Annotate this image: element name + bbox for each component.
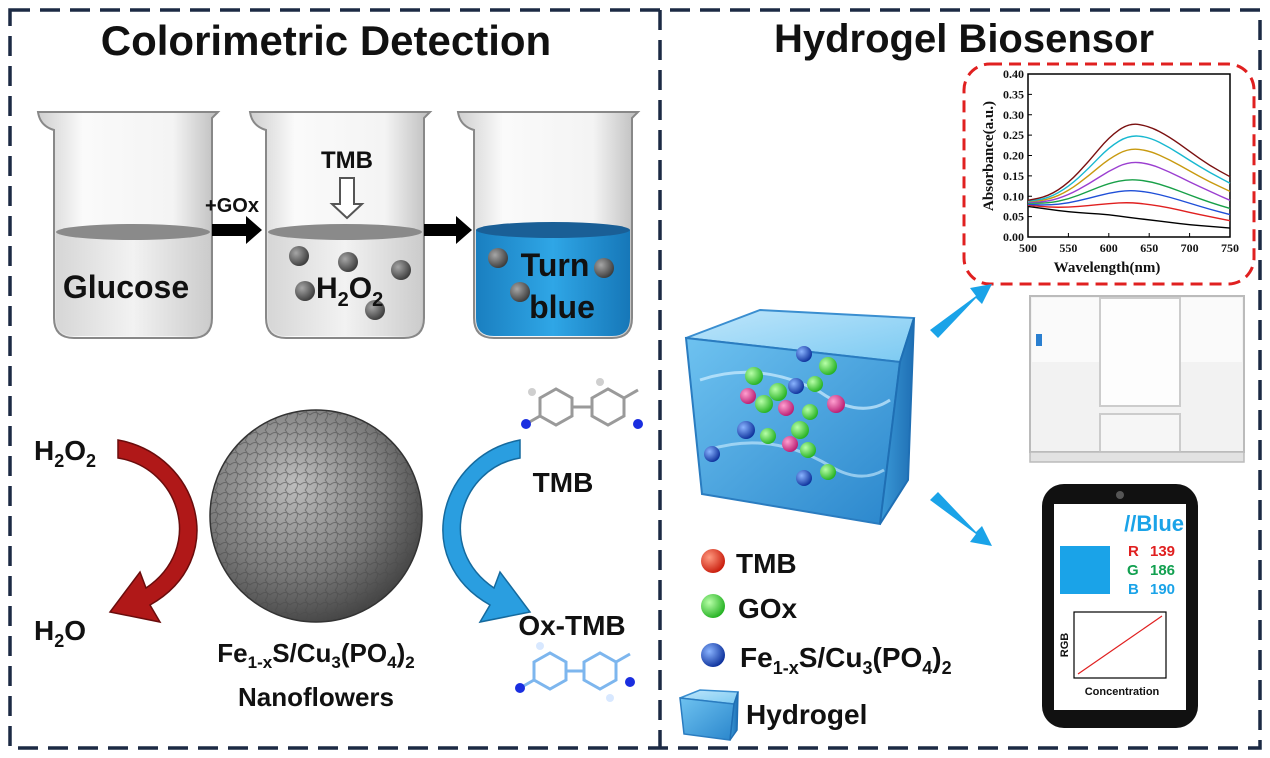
phone-screen (1054, 504, 1186, 710)
chart-ytick-label: 0.20 (1003, 149, 1024, 163)
chart-series-line-6 (1027, 148, 1231, 203)
nanoflower-dot (365, 300, 385, 320)
nanoflower-sphere (209, 409, 423, 623)
hydrogel-cube (684, 308, 916, 526)
phone-b-value: 190 (1150, 581, 1175, 598)
turn-blue-line2: blue (529, 289, 595, 325)
arrow-add-gox-label: +GOx (205, 195, 259, 217)
legend-tmb-sphere (701, 549, 725, 573)
chart-series-line-2 (1027, 202, 1231, 222)
phone-r-value: 139 (1150, 543, 1175, 560)
arrow-to-blue (424, 216, 472, 244)
mini-chart-xlabel: Concentration (1085, 686, 1160, 698)
chart-ytick-label: 0.00 (1003, 230, 1024, 244)
nanoflower-formula: Fe1-xS/Cu3(PO4)2 (217, 638, 414, 672)
phone-g-value: 186 (1150, 562, 1175, 579)
cycle-tmb-label: TMB (533, 467, 594, 498)
nanoflower-dot (338, 252, 358, 272)
phone-heading: //Blue (1124, 511, 1184, 536)
chart-ytick-label: 0.30 (1003, 108, 1024, 122)
outer-frame (8, 8, 1262, 750)
smartphone: //Blue R 139 G 186 B 190 Concentration R… (1042, 484, 1198, 728)
chart-ytick-label: 0.10 (1003, 189, 1024, 203)
mini-chart-ylabel: RGB (1059, 633, 1071, 658)
tmb-molecule (521, 378, 643, 429)
chart-series-line-8 (1027, 123, 1231, 202)
cycle-h2o2-label: H2O2 (34, 435, 96, 471)
chart-series-line-5 (1027, 161, 1231, 204)
chart-ytick-label: 0.05 (1003, 210, 1024, 224)
chart-ytick-label: 0.40 (1003, 67, 1024, 81)
chart-xtick-label: 600 (1100, 241, 1118, 255)
legend-tmb-label: TMB (736, 548, 797, 579)
arrow-to-spectrometer (930, 284, 992, 338)
nanoflower-dot (510, 282, 530, 302)
nanoflower-dot (488, 248, 508, 268)
beaker-glucose-label: Glucose (63, 269, 189, 305)
phone-b-label: B (1128, 581, 1139, 598)
h2o2-label: H2O2 (316, 272, 383, 311)
cycle-h2o-label: H2O (34, 615, 86, 651)
nanoflower-dot (289, 246, 309, 266)
chart-xtick-label: 700 (1181, 241, 1199, 255)
left-panel-title: Colorimetric Detection (101, 17, 551, 64)
chart-series-line-1 (1027, 205, 1231, 229)
chart-xlabel: Wavelength(nm) (1054, 260, 1161, 276)
nanoflower-dot (295, 281, 315, 301)
absorbance-chart: 0.00 0.05 0.10 0.15 0.20 0.25 0.30 0.35 0.40 500… (981, 67, 1239, 276)
phone-color-swatch (1060, 546, 1110, 594)
mini-chart-line (1077, 615, 1163, 675)
legend-fe-sphere (701, 643, 725, 667)
spectrophotometer (1029, 295, 1245, 463)
right-panel-title: Hydrogel Biosensor (774, 17, 1154, 61)
arrow-to-phone (930, 492, 992, 546)
turn-blue-line1: Turn (521, 247, 590, 283)
mini-chart-frame (1073, 611, 1167, 679)
beaker-h2o2: TMB H2O2 (248, 111, 433, 339)
red-curved-arrow (108, 439, 198, 624)
tmb-down-arrow (329, 177, 365, 220)
chart-ytick-label: 0.25 (1003, 128, 1024, 142)
oxtmb-molecule (515, 642, 635, 702)
beaker-glucose: Glucose (36, 111, 221, 339)
legend-hydrogel-label: Hydrogel (746, 699, 867, 730)
nanoflower-dot (391, 260, 411, 280)
legend-fe-label: Fe1-xS/Cu3(PO4)2 (740, 642, 952, 678)
chart-ytick-label: 0.35 (1003, 87, 1024, 101)
spectrum-frame (962, 62, 1256, 286)
cycle-oxtmb-label: Ox-TMB (518, 610, 625, 641)
blue-curved-arrow (442, 439, 532, 624)
nanoflower-dot (594, 258, 614, 278)
legend-gox-sphere (701, 594, 725, 618)
legend-hydrogel-icon (679, 689, 740, 741)
chart-xtick-label: 750 (1221, 241, 1239, 255)
chart-ytick-label: 0.15 (1003, 169, 1024, 183)
chart-xtick-label: 550 (1059, 241, 1077, 255)
chart-series-line-4 (1028, 179, 1231, 210)
chart-ylabel: Absorbance(a.u.) (981, 101, 997, 211)
phone-g-label: G (1127, 562, 1139, 579)
beaker-turn-blue: Turn blue (456, 111, 641, 339)
chart-series-line-7 (1027, 135, 1231, 202)
nanoflower-name: Nanoflowers (238, 682, 394, 712)
legend-gox-label: GOx (738, 593, 798, 624)
chart-xtick-label: 500 (1019, 241, 1037, 255)
chart-series-line-3 (1027, 190, 1231, 216)
phone-r-label: R (1128, 543, 1139, 560)
arrow-add-gox: +GOx (205, 195, 262, 244)
phone-camera-icon (1116, 491, 1124, 499)
chart-xtick-label: 650 (1140, 241, 1158, 255)
legend: TMB GOx Fe1-xS/Cu3(PO4)2 Hydrogel (679, 548, 952, 741)
tmb-add-label: TMB (321, 147, 373, 174)
